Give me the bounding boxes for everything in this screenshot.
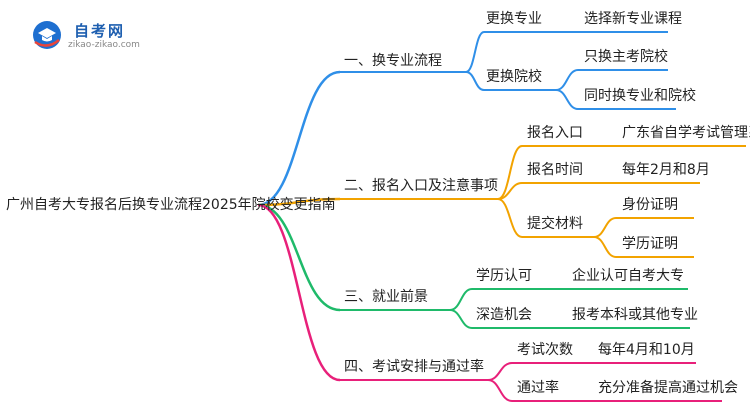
- branch-1-connector: [257, 70, 341, 207]
- logo-url: zikao-zikao.com: [68, 40, 140, 50]
- branch-1-sub-1: 更换专业: [486, 11, 542, 27]
- branch-4-sub-2-leaf-1: 充分准备提高通过机会: [598, 380, 738, 396]
- branch-4-sub-2-connector: [487, 379, 513, 402]
- branch-2-sub-1-connector: [497, 145, 523, 200]
- branch-2-sub-3-leaf-1: 身份证明: [622, 197, 678, 213]
- branch-2-connector: [257, 197, 341, 207]
- branch-2-sub-2: 报名时间: [527, 162, 583, 178]
- branch-2-sub-3: 提交材料: [527, 216, 583, 232]
- branch-3-sub-2-connector: [449, 309, 473, 329]
- branch-2-sub-2-leaf-1: 每年2月和8月: [622, 162, 710, 178]
- branch-1-label: 一、换专业流程: [344, 53, 442, 69]
- branch-1-sub-1-leaf-1: 选择新专业课程: [584, 11, 682, 27]
- branch-1-sub-2-leaf-1: 只换主考院校: [584, 49, 668, 65]
- branch-2-sub-1-leaf-1: 广东省自学考试管理系统: [622, 125, 750, 141]
- branch-4-sub-1-leaf-1: 每年4月和10月: [598, 342, 695, 358]
- root-topic: 广州自考大专报名后换专业流程2025年院校变更指南: [6, 197, 336, 213]
- branch-2-sub-1: 报名入口: [527, 125, 583, 141]
- branch-4-sub-1-connector: [487, 362, 513, 381]
- branch-3-sub-2: 深造机会: [476, 307, 532, 323]
- branch-4-sub-2: 通过率: [517, 380, 559, 396]
- branch-3-sub-1-connector: [449, 288, 473, 311]
- branch-2-label: 二、报名入口及注意事项: [344, 178, 498, 194]
- branch-3-label: 三、就业前景: [344, 289, 428, 305]
- branch-2-sub-3-leaf-1-connector: [593, 217, 617, 238]
- site-logo[interactable]: 自考网 zikao-zikao.com: [32, 16, 152, 56]
- branch-3-connector: [257, 203, 341, 312]
- branch-4-connector: [257, 203, 341, 382]
- branch-4-label: 四、考试安排与通过率: [344, 359, 484, 375]
- branch-4-sub-1: 考试次数: [517, 342, 573, 358]
- branch-1-sub-1-connector: [465, 31, 485, 73]
- graduation-cap-icon: [33, 21, 61, 49]
- branch-1-sub-2-connector: [465, 71, 485, 91]
- branch-3-sub-1-leaf-1: 企业认可自考大专: [572, 268, 684, 284]
- branch-1-sub-2-leaf-2: 同时换专业和院校: [584, 88, 696, 104]
- branch-1-sub-2-leaf-2-connector: [555, 89, 579, 110]
- branch-2-sub-2-connector: [497, 182, 523, 200]
- branch-1-sub-2: 更换院校: [486, 69, 542, 85]
- branch-1-sub-2-leaf-1-connector: [555, 69, 579, 91]
- branch-3-sub-2-leaf-1: 报考本科或其他专业: [572, 307, 698, 323]
- branch-2-sub-3-leaf-2-connector: [593, 236, 617, 258]
- branch-3-sub-1: 学历认可: [476, 268, 532, 284]
- branch-2-sub-3-connector: [497, 198, 523, 238]
- logo-title: 自考网: [74, 22, 126, 40]
- branch-2-sub-3-leaf-2: 学历证明: [622, 236, 678, 252]
